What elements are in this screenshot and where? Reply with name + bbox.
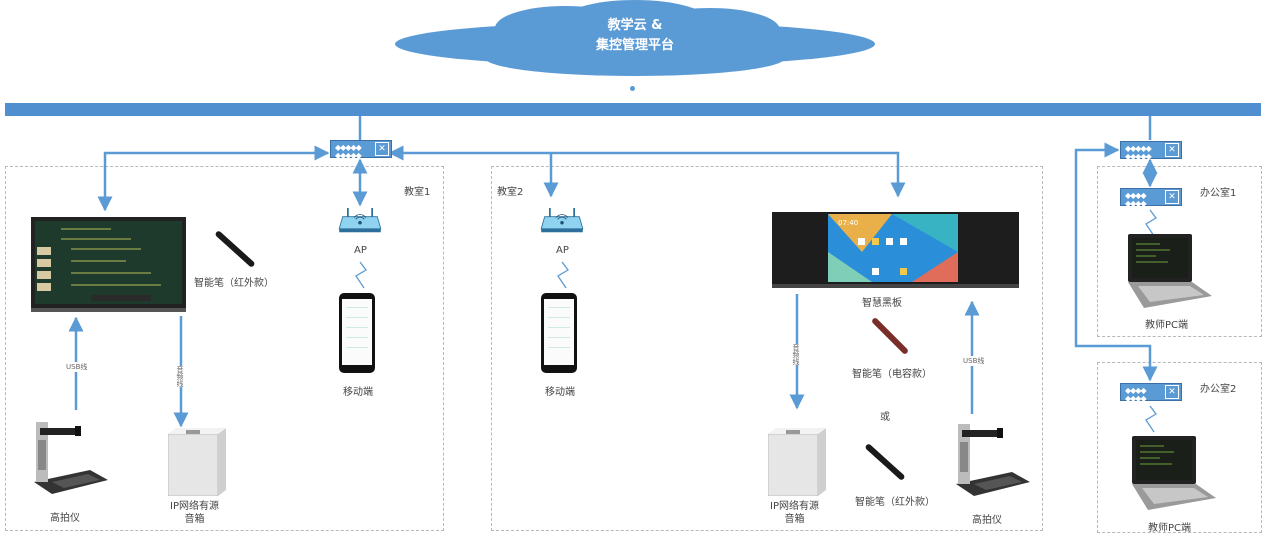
pc-label-1: 教师PC端 <box>1145 320 1189 331</box>
pen-capacitive-label: 智能笔（电容款） <box>852 369 932 380</box>
speaker-label-2-line2: 音箱 <box>784 514 805 525</box>
ap-icon <box>540 208 584 233</box>
speaker-label-1-line2: 音箱 <box>184 514 205 525</box>
speaker-label-2-line1: IP网络有源 <box>770 501 819 512</box>
speaker-label-2: IP网络有源 音箱 <box>770 500 819 526</box>
ap-label-1: AP <box>354 245 367 256</box>
blackboard-label: 智慧黑板 <box>862 298 902 309</box>
switch-icon: ◆◆◆◆◆◆◆◆◆◆✕ <box>330 140 392 160</box>
audio-cable-label-2: 音频线 <box>791 344 801 365</box>
pc-label-2: 教师PC端 <box>1148 523 1192 534</box>
visualizer-label-2: 高拍仪 <box>972 515 1002 526</box>
usb-cable-label-2: USB线 <box>963 356 985 366</box>
audio-cable-label-1: 音频线 <box>175 366 185 387</box>
laptop-icon <box>1128 234 1212 308</box>
speaker-icon <box>168 428 226 496</box>
network-backbone <box>5 103 1261 116</box>
blackboard-time: 07:40 <box>838 219 858 227</box>
smartphone-icon <box>541 293 577 373</box>
cloud-title-line2: 集控管理平台 <box>595 38 674 53</box>
or-label: 或 <box>880 412 890 423</box>
cloud-icon <box>395 0 875 76</box>
switch-icon: ◆◆◆◆◆◆◆◆✕ <box>1120 383 1182 403</box>
cloud-link-dot <box>630 86 635 91</box>
ap-icon <box>338 208 382 233</box>
pen-ir-label-2: 智能笔（红外款） <box>855 497 935 508</box>
office1-title: 办公室1 <box>1200 188 1237 199</box>
switch-icon: ◆◆◆◆◆◆◆◆✕ <box>1120 188 1182 208</box>
pen-ir-label-1: 智能笔（红外款） <box>194 278 274 289</box>
cloud-platform-title: 教学云 & 集控管理平台 <box>555 16 715 56</box>
laptop-icon <box>1132 436 1216 510</box>
document-camera-icon <box>34 422 108 494</box>
speaker-icon <box>768 428 826 496</box>
mobile-label-2: 移动端 <box>545 387 575 398</box>
office2-zone <box>1097 362 1262 533</box>
mobile-label-1: 移动端 <box>343 387 373 398</box>
speaker-label-1-line1: IP网络有源 <box>170 501 219 512</box>
usb-cable-label-1: USB线 <box>66 362 88 372</box>
ap-label-2: AP <box>556 245 569 256</box>
office1-zone <box>1097 166 1262 337</box>
interactive-board-icon <box>31 217 186 312</box>
switch-icon: ◆◆◆◆◆◆◆◆◆◆✕ <box>1120 141 1182 161</box>
smartphone-icon <box>339 293 375 373</box>
document-camera-icon <box>956 424 1030 496</box>
visualizer-label-1: 高拍仪 <box>50 513 80 524</box>
cloud-title-line1: 教学云 & <box>607 18 663 33</box>
blackboard-icon: 07:40 <box>772 212 1019 288</box>
office2-title: 办公室2 <box>1200 384 1237 395</box>
speaker-label-1: IP网络有源 音箱 <box>170 500 219 526</box>
